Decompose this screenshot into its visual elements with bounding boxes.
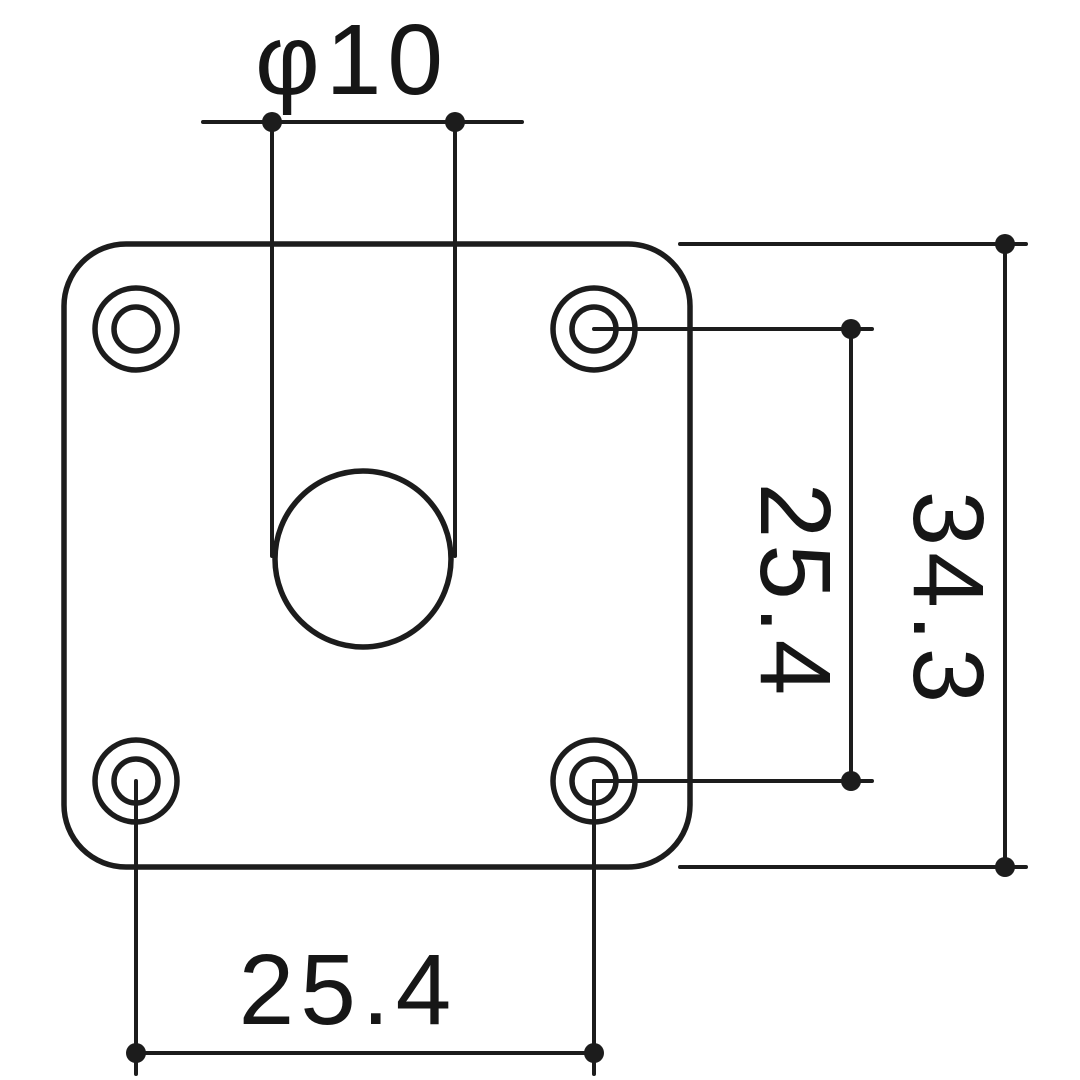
center-jack-hole — [272, 468, 454, 650]
mounting-hole-inner-ring — [111, 304, 161, 354]
plate — [61, 241, 693, 870]
dimension-endpoint-dot — [841, 319, 861, 339]
dimension-label-horizontal-spacing: 25.4 — [239, 934, 458, 1046]
dimension-endpoint-dot — [126, 1043, 146, 1063]
dimension-right-hole-spacing: 25.4 — [592, 319, 874, 791]
dimension-top-diameter: φ10 — [201, 4, 524, 558]
dimension-label-diameter: φ10 — [255, 4, 449, 116]
dimension-right-overall-height: 34.3 — [678, 234, 1028, 877]
mounting-hole-outer-ring — [92, 285, 180, 373]
dimension-endpoint-dot — [841, 771, 861, 791]
dimension-endpoint-dot — [995, 857, 1015, 877]
dimension-label-vertical-spacing: 25.4 — [739, 483, 851, 702]
dimension-bottom-hole-spacing: 25.4 — [126, 779, 604, 1076]
mounting-hole-top-left — [92, 285, 180, 373]
dimension-endpoint-dot — [995, 234, 1015, 254]
dimension-endpoint-dot — [584, 1043, 604, 1063]
dimension-label-overall-height: 34.3 — [892, 491, 1004, 710]
plate-outline — [61, 241, 693, 870]
